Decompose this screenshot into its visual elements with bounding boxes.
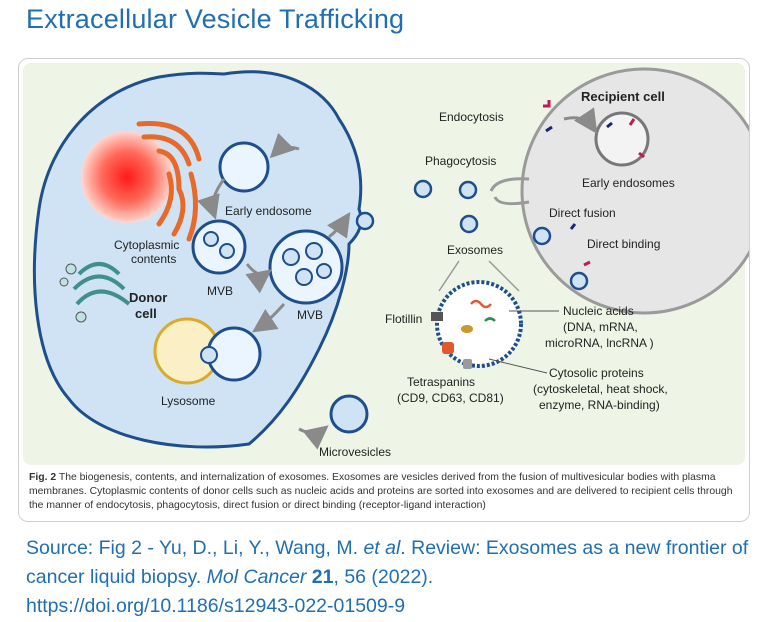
golgi-vesicle [65, 263, 77, 275]
intraluminal-vesicle [200, 346, 218, 364]
released-exosomes [355, 179, 589, 291]
exosomes-label: Exosomes [447, 243, 503, 257]
arrow-to-early-endosome [563, 107, 598, 134]
direct-fusion-label: Direct fusion [549, 206, 616, 220]
flotillin-label: Flotillin [385, 312, 422, 326]
donor-cell-label: Donor [129, 290, 167, 305]
citation-doi[interactable]: https://doi.org/10.1186/s12943-022-01509… [26, 595, 406, 617]
arrow-mvb-to-mvb [245, 263, 272, 294]
arrow-to-microvesicle [298, 425, 329, 450]
arrow-mvb-to-membrane [327, 212, 351, 239]
cytoplasmic-contents-label: contents [131, 252, 176, 266]
arrow-to-early-endosome-donor [269, 132, 300, 159]
phagocytosis-label: Phagocytosis [425, 154, 496, 168]
mvb-left [191, 219, 247, 275]
nucleic-acid [484, 317, 496, 322]
endocytosis-label: Endocytosis [439, 110, 504, 124]
arrow-endosome-to-mvb [196, 178, 226, 220]
nucleus [81, 131, 173, 223]
zoom-line [488, 260, 520, 292]
early-endosome-recipient [594, 111, 650, 167]
exosome-detail [435, 280, 523, 368]
exosome-diagram: Recipient cell Early endosomes [23, 63, 749, 465]
pointer-line [488, 358, 548, 374]
microvesicles-label: Microvesicles [319, 445, 391, 459]
tetraspanins-label: Tetraspanins [407, 375, 475, 389]
recipient-cell-label: Recipient cell [581, 89, 665, 104]
nucleic-acids-label: (DNA, mRNA, [563, 320, 638, 334]
early-endosome-label: Early endosome [225, 204, 312, 218]
flotillin-protein [431, 312, 443, 321]
lysosome-label: Lysosome [161, 394, 216, 408]
mvb-right [268, 229, 344, 305]
zoom-line [438, 260, 460, 292]
cytosolic-proteins-label: Cytosolic proteins [549, 366, 644, 380]
intraluminal-vesicle [305, 242, 323, 260]
intraluminal-vesicle [219, 243, 235, 259]
figure-label: Fig. 2 [29, 472, 57, 483]
intraluminal-vesicle [203, 231, 219, 247]
early-endosomes-label: Early endosomes [582, 176, 675, 190]
cytoplasmic-contents-label: Cytoplasmic [114, 238, 179, 252]
mvb-left-label: MVB [207, 284, 233, 298]
source-citation: Source: Fig 2 - Yu, D., Li, Y., Wang, M.… [26, 534, 756, 621]
cytosolic-proteins-label: enzyme, RNA-binding) [539, 398, 660, 412]
donor-cell-label: cell [135, 306, 157, 321]
microvesicle [329, 394, 369, 434]
early-endosome [218, 141, 270, 193]
cytosolic-proteins-label: (cytoskeletal, heat shock, [533, 382, 668, 396]
intraluminal-vesicle [316, 263, 332, 279]
tetraspanin-protein [463, 359, 472, 369]
intraluminal-vesicle [295, 268, 313, 286]
nucleic-acids-label: microRNA, lncRNA ) [545, 336, 654, 350]
citation-journal: Mol Cancer [206, 566, 307, 588]
golgi-vesicle [59, 277, 69, 287]
figure-caption: Fig. 2 The biogenesis, contents, and int… [29, 471, 741, 513]
receptor-markers [543, 100, 645, 267]
recipient-cell [520, 67, 749, 315]
page-title: Extracellular Vesicle Trafficking [26, 4, 405, 34]
phagocytic-arms [489, 177, 530, 206]
citation-volume: 21 [311, 566, 334, 588]
endoplasmic-reticulum [136, 120, 202, 242]
mvb-right-label: MVB [297, 308, 323, 322]
tetraspanin-protein [442, 342, 454, 354]
golgi-apparatus [72, 262, 131, 306]
cytosolic-protein [461, 325, 473, 333]
nucleic-acids-label: Nucleic acids [563, 304, 634, 318]
golgi-vesicle [75, 311, 87, 323]
intraluminal-vesicle [282, 248, 300, 266]
citation-middle: . Review: Exosomes as a new frontier of … [26, 537, 749, 588]
figure-panel: Recipient cell Early endosomes [18, 58, 750, 522]
arrow-mvb-to-lysosome [252, 303, 286, 333]
caption-text: The biogenesis, contents, and internaliz… [29, 472, 733, 511]
direct-binding-label: Direct binding [587, 237, 660, 251]
tetraspanins-label: (CD9, CD63, CD81) [397, 391, 504, 405]
nucleic-acid [470, 299, 492, 309]
citation-rest: , 56 (2022). [333, 566, 434, 588]
citation-prefix: Source: Fig 2 - Yu, D., Li, Y., Wang, M. [26, 537, 364, 559]
citation-etal: et al [363, 537, 401, 559]
